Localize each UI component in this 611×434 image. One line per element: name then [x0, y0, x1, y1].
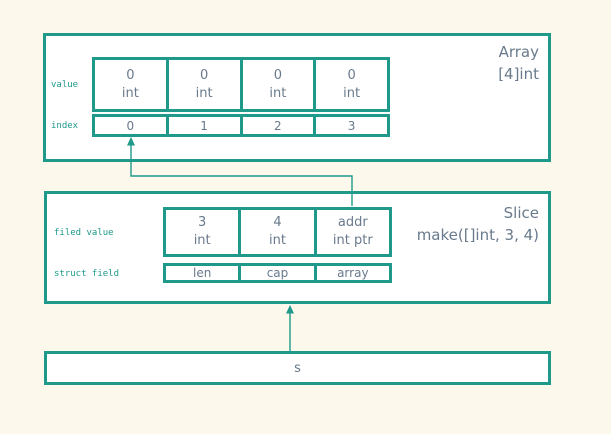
- array-title-line2: [4]int: [498, 65, 539, 83]
- array-index-row: 0 1 2 3: [92, 114, 390, 137]
- slice-len-value-cell: 3 int: [163, 207, 242, 257]
- cell-value: 0: [273, 67, 283, 83]
- array-index-cell: 3: [313, 114, 390, 137]
- s-variable-label: s: [294, 360, 301, 376]
- array-value-cell: 0 int: [313, 57, 390, 112]
- field-value-row-label: filed value: [54, 228, 114, 238]
- value-row-label: value: [51, 80, 79, 90]
- slice-field-value-row: 3 int 4 int addr int ptr: [163, 207, 392, 257]
- cell-value: 4: [273, 215, 282, 230]
- cell-value: 0: [126, 67, 135, 83]
- cell-value: 0: [347, 67, 356, 83]
- array-box: Array [4]int value index 0 int 0 int 0 i…: [43, 33, 551, 162]
- array-title-line1: Array: [498, 43, 539, 61]
- struct-field-row-label: struct field: [54, 269, 120, 279]
- array-value-cell: 0 int: [239, 57, 317, 112]
- cell-value: 0: [199, 67, 209, 83]
- cell-type: int: [343, 85, 361, 101]
- array-box-title: Array [4]int: [498, 41, 539, 85]
- cell-value: addr: [337, 215, 368, 230]
- cell-type: int: [269, 233, 286, 248]
- slice-box-title: Slice make([]int, 3, 4): [417, 202, 539, 246]
- array-value-cell: 0 int: [92, 57, 169, 112]
- array-value-cell: 0 int: [165, 57, 243, 112]
- slice-box: Slice make([]int, 3, 4) filed value stru…: [44, 191, 551, 304]
- cell-type: int: [193, 233, 211, 248]
- s-variable-box: s: [44, 351, 551, 385]
- array-value-row: 0 int 0 int 0 int 0 int: [92, 57, 390, 112]
- cell-value: 3: [198, 215, 207, 230]
- cell-type: int: [269, 85, 287, 101]
- struct-field-cap-cell: cap: [238, 263, 317, 283]
- slice-title-line1: Slice: [503, 204, 539, 222]
- array-index-cell: 2: [239, 114, 317, 137]
- slice-array-pointer-cell: addr int ptr: [313, 207, 392, 257]
- slice-struct-field-row: len cap array: [163, 263, 392, 283]
- index-row-label: index: [51, 121, 79, 131]
- cell-type: int: [121, 85, 139, 101]
- slice-title-line2: make([]int, 3, 4): [416, 226, 539, 244]
- pointer-arrow-s-to-slice: [286, 305, 294, 351]
- cell-type: int: [195, 85, 213, 101]
- array-index-cell: 1: [165, 114, 243, 137]
- struct-field-array-cell: array: [313, 263, 392, 283]
- array-index-cell: 0: [92, 114, 169, 137]
- struct-field-len-cell: len: [163, 263, 242, 283]
- cell-type: int ptr: [332, 233, 373, 248]
- slice-cap-value-cell: 4 int: [238, 207, 317, 257]
